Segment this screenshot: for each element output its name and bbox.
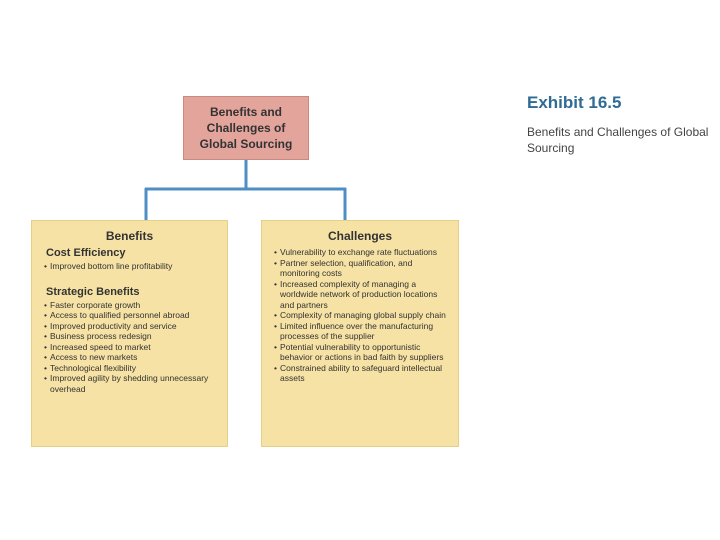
list-item: •Improved agility by shedding unnecessar… bbox=[44, 373, 209, 394]
benefits-heading: Benefits bbox=[105, 229, 154, 243]
list-item: •Faster corporate growth bbox=[44, 299, 141, 310]
challenge-list: •Vulnerability to exchange rate fluctuat… bbox=[272, 247, 448, 384]
root-node: Benefits and Challenges of Global Sourci… bbox=[183, 96, 309, 160]
bullet-icon: • bbox=[274, 310, 277, 320]
bullet-icon: • bbox=[44, 341, 47, 352]
list-item: •Access to qualified personnel abroad bbox=[44, 310, 190, 320]
bullet-icon: • bbox=[44, 320, 47, 331]
benefit-list: •Improved bottom line profitability bbox=[42, 261, 217, 272]
bullet-icon: • bbox=[44, 373, 47, 383]
benefit-group-title: Strategic Benefits bbox=[46, 285, 140, 298]
challenges-heading: Challenges bbox=[327, 229, 393, 243]
list-item: •Increased speed to market bbox=[44, 341, 151, 352]
list-item: •Improved productivity and service bbox=[44, 320, 177, 331]
root-node-label: Benefits and Challenges of Global Sourci… bbox=[199, 105, 293, 151]
exhibit-subtitle: Benefits and Challenges of Global Sourci… bbox=[527, 125, 709, 155]
bullet-icon: • bbox=[274, 278, 277, 289]
bullet-icon: • bbox=[44, 299, 47, 310]
bullet-icon: • bbox=[44, 352, 47, 362]
bullet-icon: • bbox=[44, 362, 47, 373]
benefit-group-title: Cost Efficiency bbox=[46, 247, 126, 259]
bullet-icon: • bbox=[274, 341, 277, 352]
benefit-groups: Cost Efficiency •Improved bottom line pro… bbox=[42, 247, 217, 394]
list-item: •Limited influence over the manufacturin… bbox=[274, 320, 434, 342]
benefit-list: •Faster corporate growth•Access to quali… bbox=[42, 300, 217, 395]
challenges-box: Challenges •Vulnerability to exchange ra… bbox=[261, 220, 459, 447]
list-item: •Business process redesign bbox=[44, 331, 152, 341]
list-item: •Complexity of managing global supply ch… bbox=[274, 310, 446, 320]
bullet-icon: • bbox=[44, 310, 47, 320]
list-item: •Partner selection, qualification, and m… bbox=[274, 257, 413, 279]
list-item: •Access to new markets bbox=[44, 352, 138, 362]
bullet-icon: • bbox=[274, 320, 277, 331]
bullet-icon: • bbox=[44, 261, 47, 271]
list-item: •Technological flexibility bbox=[44, 362, 136, 373]
list-item: •Improved bottom line profitability bbox=[44, 261, 173, 271]
bullet-icon: • bbox=[274, 257, 277, 268]
bullet-icon: • bbox=[274, 247, 277, 257]
list-item: •Vulnerability to exchange rate fluctuat… bbox=[274, 247, 438, 257]
bullet-icon: • bbox=[274, 362, 277, 373]
exhibit-title: Exhibit 16.5 bbox=[527, 93, 622, 112]
list-item: •Constrained ability to safeguard intell… bbox=[274, 362, 443, 384]
list-item: •Potential vulnerability to opportunisti… bbox=[274, 341, 444, 363]
benefits-box: Benefits Cost Efficiency •Improved bottom… bbox=[31, 220, 228, 447]
bullet-icon: • bbox=[44, 331, 47, 341]
list-item: •Increased complexity of managing a worl… bbox=[274, 278, 438, 310]
